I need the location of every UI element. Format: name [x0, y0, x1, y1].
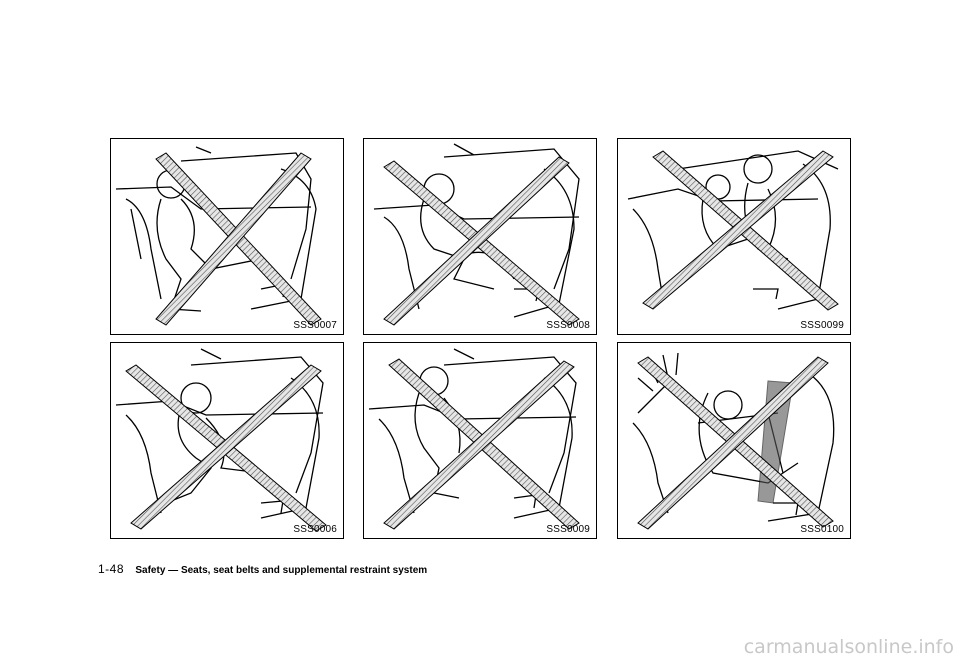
figure-panel-1: SSS0007 — [110, 138, 344, 335]
section-title: Safety — Seats, seat belts and supplemen… — [135, 565, 428, 576]
figure-code: SSS0100 — [800, 524, 844, 535]
child-leaning-forward-illustration — [368, 348, 580, 530]
figure-code: SSS0009 — [546, 524, 590, 535]
figure-code: SSS0006 — [293, 524, 337, 535]
figure-code: SSS0099 — [800, 320, 844, 331]
child-on-adult-lap-illustration — [627, 150, 839, 311]
child-standing-in-car-illustration — [115, 146, 322, 326]
figure-panel-4: SSS0006 — [110, 342, 344, 539]
child-kneeling-on-seat-illustration — [373, 143, 580, 326]
figure-panel-2: SSS0008 — [363, 138, 597, 335]
figure-panel-6: SSS0100 — [617, 342, 851, 539]
child-facing-dashboard-illustration — [115, 348, 327, 532]
figure-code: SSS0007 — [293, 320, 337, 331]
watermark: carmanualsonline.info — [743, 636, 954, 658]
figure-panel-3: SSS0099 — [617, 138, 851, 335]
child-seat-airbag-illustration — [632, 352, 835, 530]
page-number: 1-48 — [98, 562, 125, 576]
page-footer: 1-48 Safety — Seats, seat belts and supp… — [98, 562, 427, 576]
figure-panel-5: SSS0009 — [363, 342, 597, 539]
figure-code: SSS0008 — [546, 320, 590, 331]
